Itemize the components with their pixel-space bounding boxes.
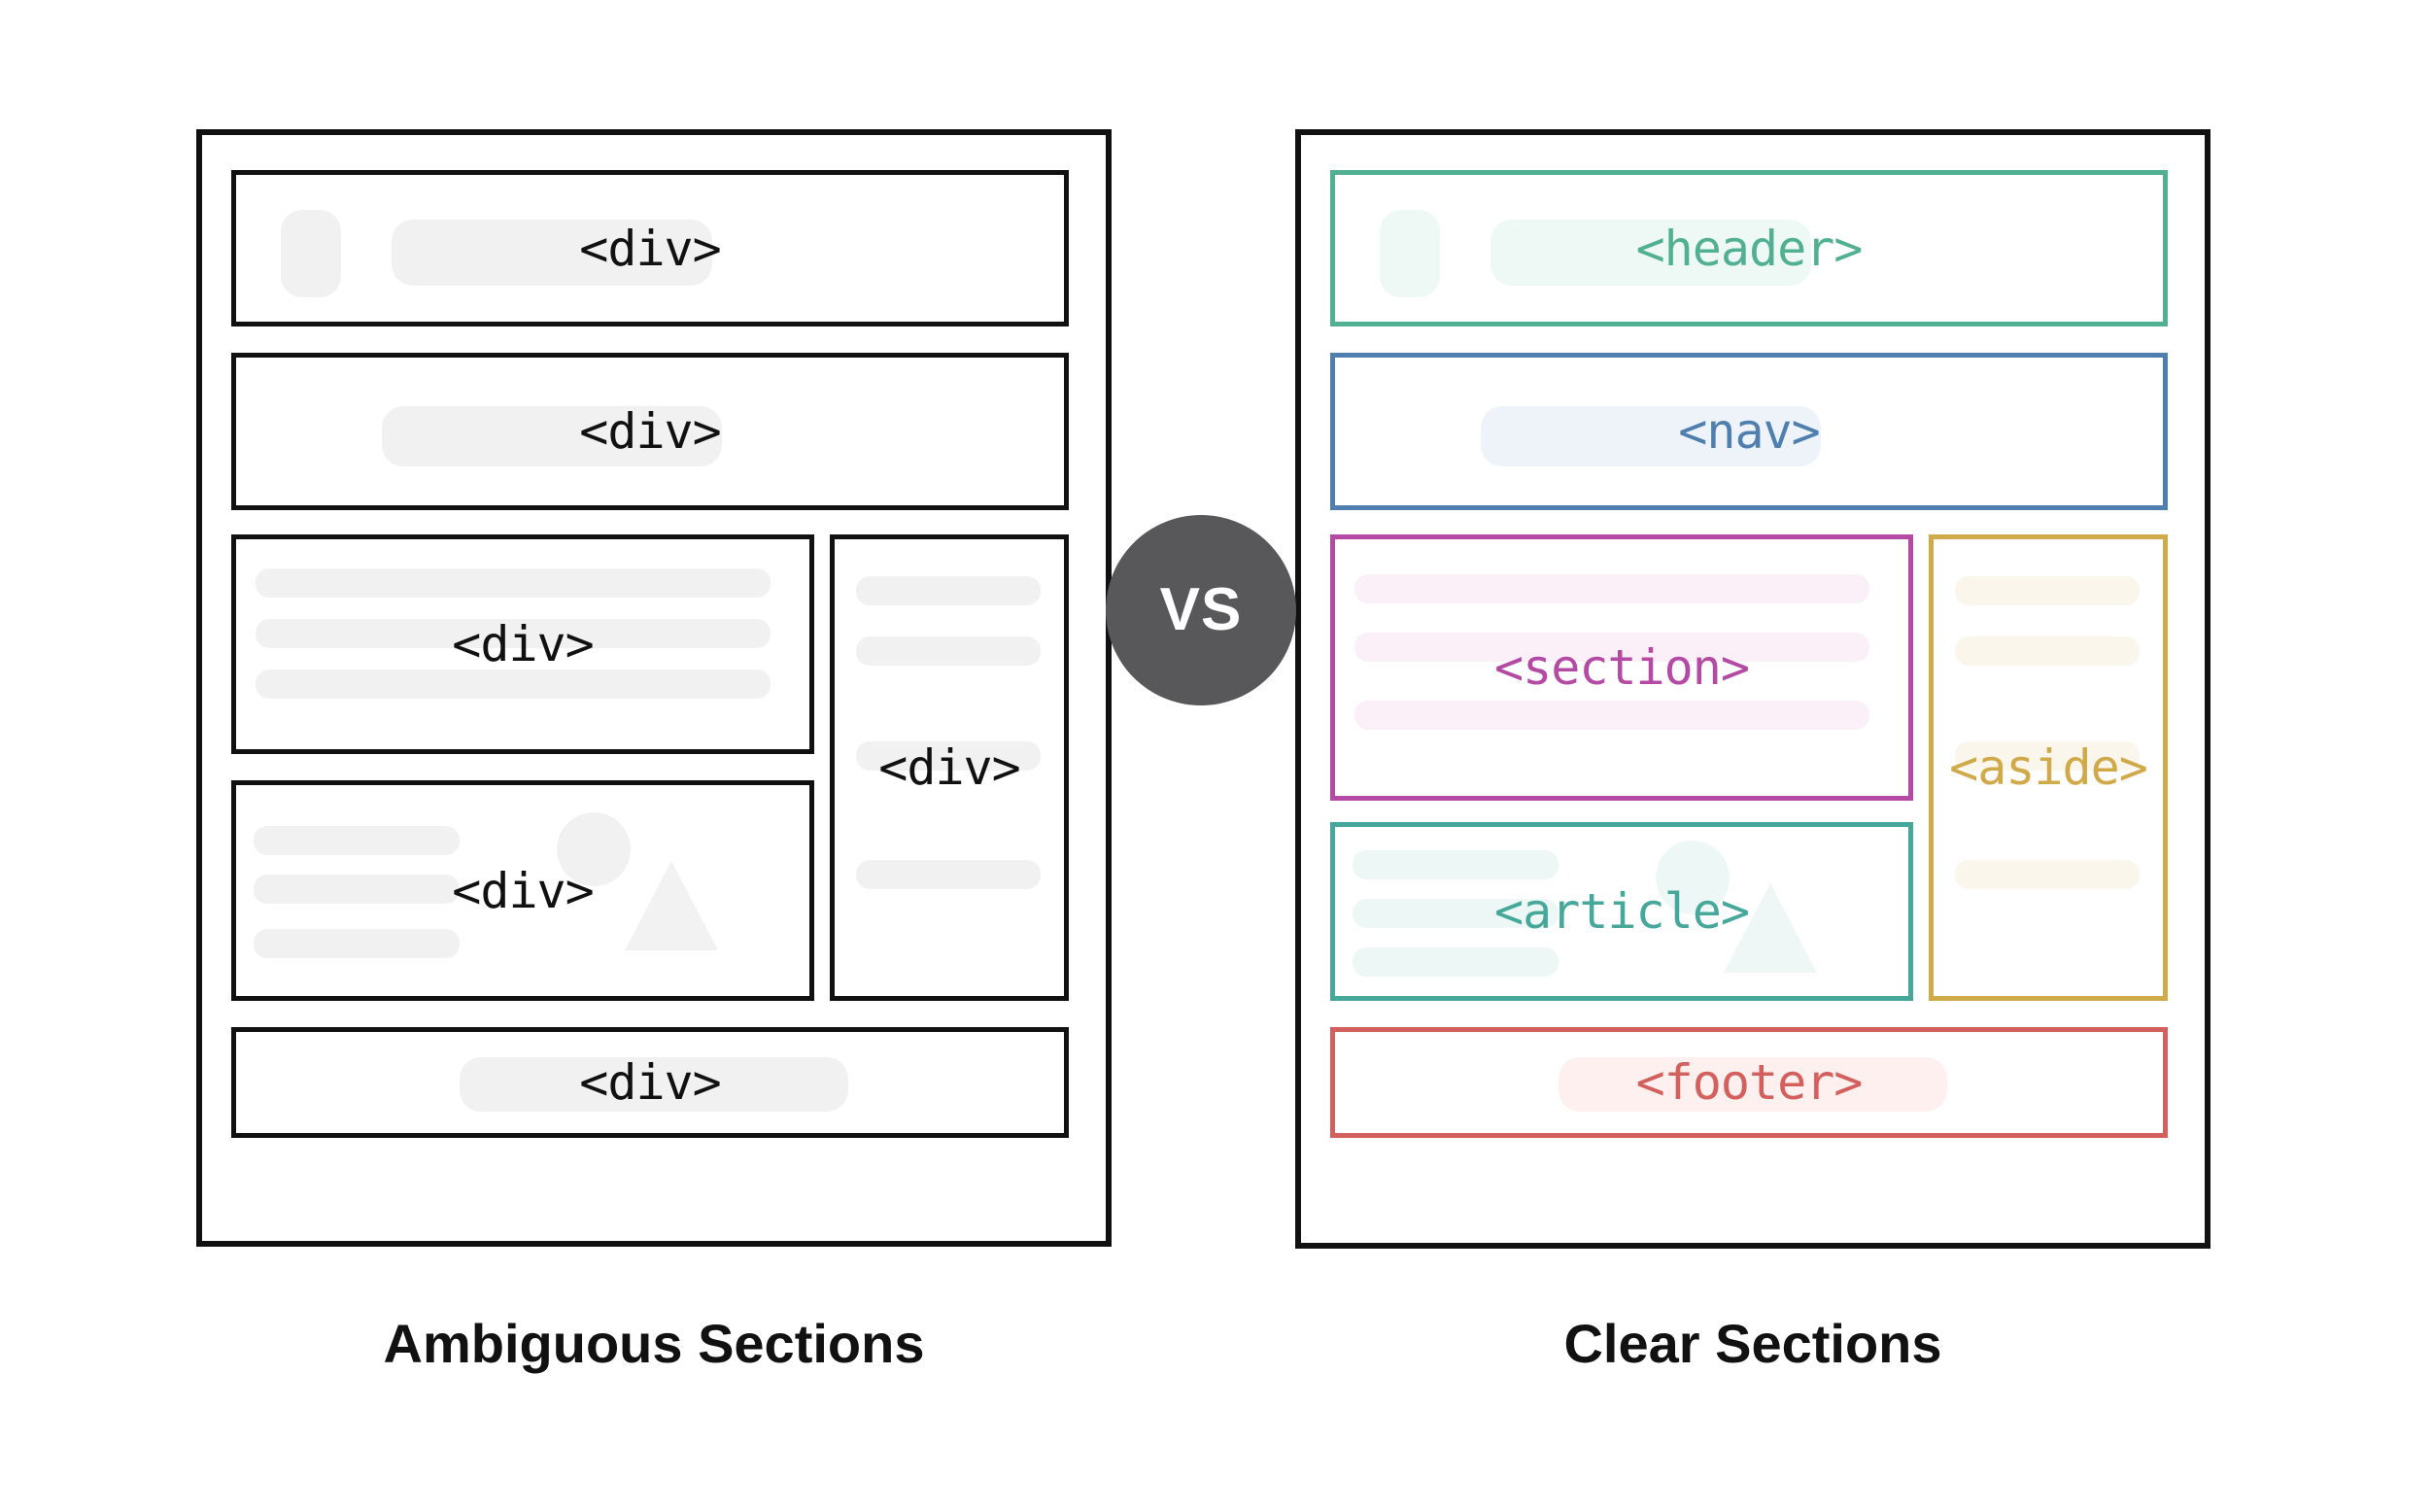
text-line-placeholder — [1955, 576, 2140, 605]
text-line-placeholder — [856, 741, 1041, 771]
text-line-placeholder — [1353, 947, 1559, 977]
text-line-placeholder — [1955, 860, 2140, 889]
text-line-placeholder — [254, 875, 460, 904]
ambiguous-nav-block[interactable]: <div> — [231, 353, 1069, 510]
semantic-aside-label: <aside> — [1949, 739, 2148, 796]
text-line-placeholder — [1354, 574, 1869, 603]
semantic-article-block[interactable]: <article> — [1330, 822, 1913, 1001]
ambiguous-header-block[interactable]: <div> — [231, 170, 1069, 326]
ambiguous-section-block[interactable]: <div> — [231, 534, 814, 754]
ambiguous-footer-block[interactable]: <div> — [231, 1027, 1069, 1138]
ambiguous-footer-label: <div> — [579, 1054, 722, 1111]
text-line-placeholder — [1955, 636, 2140, 666]
ambiguous-section-label: <div> — [452, 616, 595, 672]
clear-sections-panel: <header> <nav> <section> <article> — [1295, 129, 2210, 1249]
text-line-placeholder — [856, 636, 1041, 666]
avatar-placeholder — [1656, 841, 1730, 914]
text-line-placeholder — [1955, 741, 2140, 771]
logo-placeholder — [281, 210, 341, 297]
text-line-placeholder — [856, 860, 1041, 889]
title-bar-placeholder — [1491, 220, 1811, 286]
ambiguous-nav-label: <div> — [579, 403, 722, 460]
text-line-placeholder — [256, 670, 771, 699]
semantic-footer-label: <footer> — [1635, 1054, 1864, 1111]
semantic-header-block[interactable]: <header> — [1330, 170, 2168, 326]
ambiguous-article-label: <div> — [452, 862, 595, 919]
footer-bar-placeholder — [460, 1057, 848, 1112]
text-line-placeholder — [1354, 633, 1869, 662]
semantic-section-label: <section> — [1494, 639, 1750, 696]
semantic-nav-block[interactable]: <nav> — [1330, 353, 2168, 510]
text-line-placeholder — [1354, 701, 1869, 730]
text-line-placeholder — [254, 826, 460, 855]
nav-bar-placeholder — [382, 406, 722, 466]
text-line-placeholder — [256, 619, 771, 648]
text-line-placeholder — [256, 568, 771, 598]
text-line-placeholder — [254, 929, 460, 958]
semantic-nav-label: <nav> — [1678, 403, 1821, 460]
image-triangle-placeholder — [1724, 883, 1817, 973]
versus-badge: VS — [1106, 515, 1296, 705]
semantic-aside-block[interactable]: <aside> — [1929, 534, 2168, 1001]
clear-sections-caption: Clear Sections — [1563, 1313, 1942, 1374]
ambiguous-article-block[interactable]: <div> — [231, 780, 814, 1001]
text-line-placeholder — [1353, 899, 1559, 928]
image-triangle-placeholder — [625, 861, 718, 950]
avatar-placeholder — [557, 812, 631, 886]
title-bar-placeholder — [392, 220, 712, 286]
semantic-footer-block[interactable]: <footer> — [1330, 1027, 2168, 1138]
text-line-placeholder — [1353, 850, 1559, 879]
semantic-section-block[interactable]: <section> — [1330, 534, 1913, 801]
ambiguous-aside-block[interactable]: <div> — [830, 534, 1069, 1001]
versus-label: VS — [1159, 576, 1243, 643]
footer-bar-placeholder — [1559, 1057, 1947, 1112]
ambiguous-header-label: <div> — [579, 220, 722, 277]
semantic-header-label: <header> — [1635, 220, 1864, 277]
text-line-placeholder — [856, 576, 1041, 605]
logo-placeholder — [1380, 210, 1440, 297]
semantic-article-label: <article> — [1494, 883, 1750, 940]
ambiguous-sections-caption: Ambiguous Sections — [383, 1313, 925, 1374]
nav-bar-placeholder — [1481, 406, 1821, 466]
ambiguous-aside-label: <div> — [878, 739, 1021, 796]
ambiguous-sections-panel: <div> <div> <div> <div> — [196, 129, 1112, 1247]
